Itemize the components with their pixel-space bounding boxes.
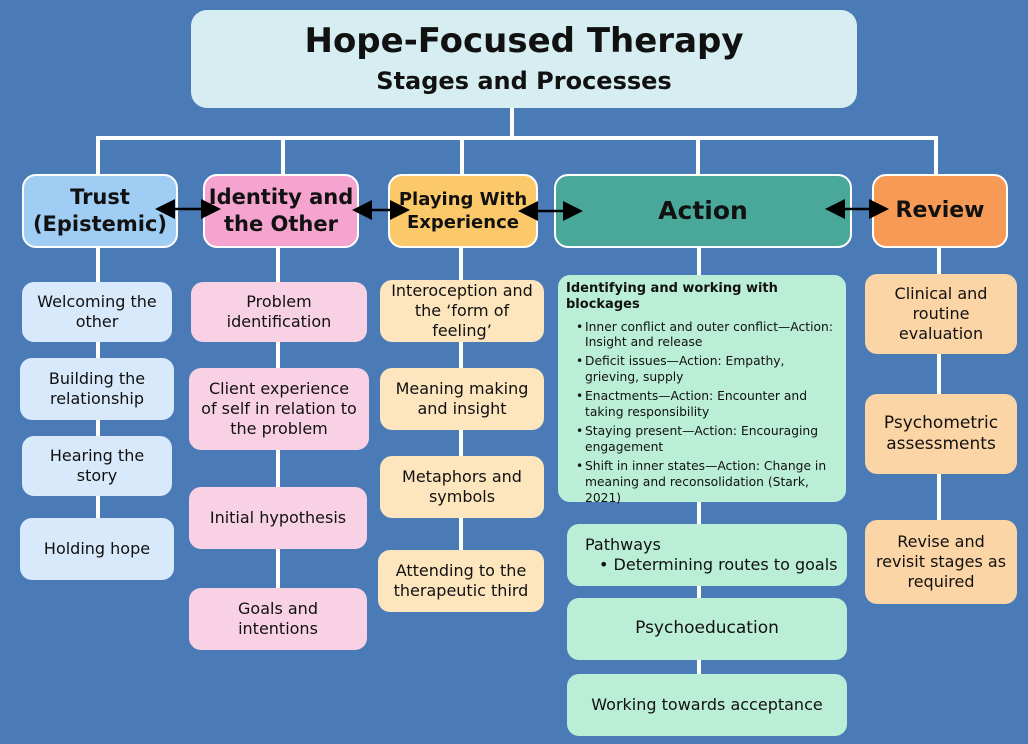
review-item-line: revisit stages as bbox=[875, 552, 1007, 571]
identity-item: Initial hypothesis bbox=[189, 487, 367, 549]
identity-item-line: Client experience bbox=[208, 379, 350, 398]
trust-item: Hearing the story bbox=[22, 436, 172, 496]
connector-review bbox=[934, 138, 938, 176]
stage-action-label: Action bbox=[658, 195, 748, 225]
playing-item: Metaphors and symbols bbox=[380, 456, 544, 518]
blockages-heading: Identifying and working with blockages bbox=[566, 281, 778, 313]
trust-item: Welcoming the other bbox=[22, 282, 172, 342]
review-item-line: evaluation bbox=[898, 324, 984, 343]
blockage-item: Staying present—Action: Encouraging enga… bbox=[576, 424, 836, 456]
trust-item-line: Building the bbox=[48, 369, 146, 388]
page-subtitle: Stages and Processes bbox=[376, 66, 672, 95]
trust-item: Building the relationship bbox=[20, 358, 174, 420]
acceptance-label: Working towards acceptance bbox=[591, 695, 823, 714]
trust-item-line: Hearing the bbox=[49, 446, 145, 465]
blockage-item: Deficit issues—Action: Empathy, grieving… bbox=[576, 354, 836, 386]
stage-identity-line2: the Other bbox=[224, 212, 338, 236]
playing-item: Attending to the therapeutic third bbox=[378, 550, 544, 612]
identity-item: Client experience of self in relation to… bbox=[189, 368, 369, 450]
review-item-line: Revise and bbox=[897, 532, 985, 551]
review-item: Revise and revisit stages as required bbox=[865, 520, 1017, 604]
psychoeducation-box: Psychoeducation bbox=[567, 598, 847, 660]
connector-trust bbox=[96, 138, 100, 176]
psychoeducation-label: Psychoeducation bbox=[635, 618, 779, 639]
identity-item-line: Goals and bbox=[238, 599, 318, 618]
identity-item-line: identification bbox=[226, 312, 332, 331]
playing-item-line: Meaning making bbox=[395, 379, 529, 398]
identity-item-line: the problem bbox=[230, 419, 328, 438]
pathways-item-text: Determining routes to goals bbox=[613, 555, 838, 574]
acceptance-box: Working towards acceptance bbox=[567, 674, 847, 736]
review-item: Psychometric assessments bbox=[865, 394, 1017, 474]
trust-item-line: Holding hope bbox=[43, 539, 151, 558]
title-box: Hope-Focused Therapy Stages and Processe… bbox=[191, 10, 857, 108]
identity-item-line: of self in relation to bbox=[201, 399, 357, 418]
identity-item: Problem identification bbox=[191, 282, 367, 342]
stage-trust-line1: Trust bbox=[70, 184, 130, 209]
review-item-line: routine bbox=[912, 304, 970, 323]
playing-item: Interoception and the ‘form of feeling’ bbox=[380, 280, 544, 342]
playing-item-line: Metaphors and bbox=[402, 467, 522, 486]
stage-trust: Trust (Epistemic) bbox=[22, 174, 178, 248]
stage-playing-line1: Playing With bbox=[398, 188, 528, 210]
pathways-item: • Determining routes to goals bbox=[599, 555, 838, 574]
playing-item-line: Attending to the bbox=[395, 561, 527, 580]
review-item: Clinical and routine evaluation bbox=[865, 274, 1017, 354]
blockage-item: Inner conflict and outer conflict—Action… bbox=[576, 320, 836, 352]
playing-item-line: Interoception and bbox=[391, 281, 533, 300]
playing-item-line: and insight bbox=[417, 399, 507, 418]
trust-item-line: story bbox=[76, 466, 118, 485]
review-item-line: assessments bbox=[886, 434, 996, 454]
stage-trust-line2: (Epistemic) bbox=[32, 212, 168, 236]
page-title: Hope-Focused Therapy bbox=[304, 21, 744, 62]
connector-identity bbox=[281, 138, 285, 176]
review-item-line: Clinical and bbox=[894, 284, 988, 303]
pathways-heading: Pathways bbox=[585, 535, 661, 554]
identity-item: Goals and intentions bbox=[189, 588, 367, 650]
connector-playing bbox=[460, 138, 464, 176]
identity-item-line: intentions bbox=[238, 619, 318, 638]
playing-item: Meaning making and insight bbox=[380, 368, 544, 430]
blockage-item: Shift in inner states—Action: Change in … bbox=[576, 459, 836, 507]
stage-review-label: Review bbox=[895, 197, 985, 223]
trust-item-line: Welcoming the bbox=[37, 292, 157, 311]
playing-item-line: symbols bbox=[428, 487, 496, 506]
connector-horizontal bbox=[96, 136, 938, 140]
playing-item-line: therapeutic third bbox=[393, 581, 529, 600]
trust-item-line: relationship bbox=[49, 389, 145, 408]
review-item-line: Psychometric bbox=[883, 412, 999, 433]
blockages-box: Identifying and working with blockages I… bbox=[558, 275, 846, 505]
identity-item-line: Initial hypothesis bbox=[209, 508, 347, 527]
connector-action bbox=[696, 138, 700, 176]
stage-identity: Identity and the Other bbox=[203, 174, 359, 248]
review-item-line: required bbox=[907, 572, 975, 591]
stage-playing-line2: Experience bbox=[407, 212, 519, 233]
trust-item: Holding hope bbox=[20, 518, 174, 580]
stage-review: Review bbox=[872, 174, 1008, 248]
trust-item-line: other bbox=[75, 312, 119, 331]
playing-item-line: the ‘form of feeling’ bbox=[414, 301, 510, 340]
blockages-list: Inner conflict and outer conflict—Action… bbox=[566, 320, 836, 511]
stage-identity-line1: Identity and bbox=[208, 184, 354, 209]
connector-title-down bbox=[510, 108, 514, 138]
blockage-item: Enactments—Action: Encounter and taking … bbox=[576, 389, 836, 421]
pathways-box: Pathways • Determining routes to goals bbox=[567, 524, 847, 586]
identity-item-line: Problem bbox=[246, 292, 312, 311]
